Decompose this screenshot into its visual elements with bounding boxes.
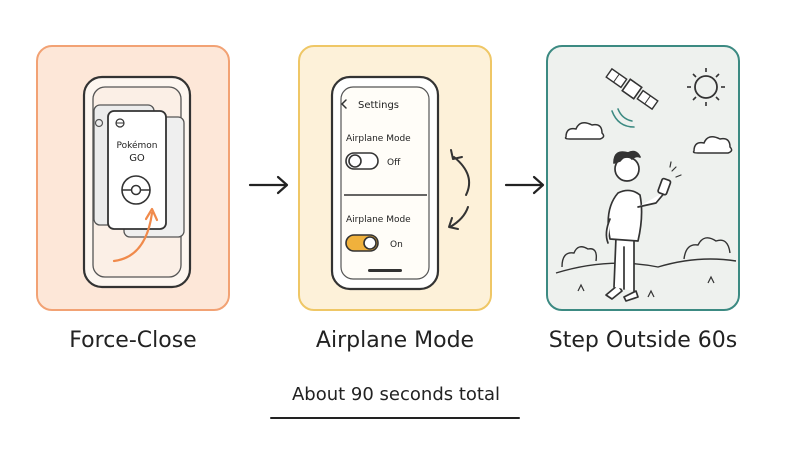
toggle-state-off: Off	[387, 158, 401, 168]
ground-line	[555, 258, 737, 274]
pokeball-icon	[121, 175, 151, 205]
step-outside-panel	[546, 45, 740, 311]
airplane-mode-illustration: Settings Airplane Mode Off Airplane Mode…	[330, 75, 470, 291]
total-time-footer: About 90 seconds total	[291, 384, 501, 405]
back-chevron-icon[interactable]	[340, 99, 347, 109]
app-card-title-line2: GO	[129, 153, 145, 164]
footer-underline	[270, 417, 520, 419]
step-caption-airplane-mode: Airplane Mode	[315, 328, 475, 353]
toggle-state-on: On	[390, 240, 403, 250]
step-caption-step-outside: Step Outside 60s	[548, 328, 738, 353]
step-caption-force-close: Force-Close	[69, 328, 197, 353]
cloud-icon	[564, 122, 605, 140]
bush-icon	[561, 246, 598, 268]
person-with-phone-icon	[605, 150, 682, 302]
app-card-title-line1: Pokémon	[116, 140, 157, 151]
step-outside-illustration	[555, 67, 737, 302]
airplane-mode-label-on: Airplane Mode	[346, 215, 411, 225]
airplane-mode-toggle-on[interactable]	[345, 234, 379, 252]
force-close-illustration: Pokémon GO	[82, 75, 192, 289]
bush-icon	[683, 237, 731, 260]
swipe-up-arrow-icon	[112, 207, 159, 263]
next-step-arrow-icon	[504, 175, 545, 195]
next-step-arrow-icon	[248, 175, 289, 195]
settings-screen-title: Settings	[358, 100, 399, 111]
sun-icon	[687, 68, 725, 106]
airplane-mode-panel: Settings Airplane Mode Off Airplane Mode…	[298, 45, 492, 311]
toggle-cycle-arrows-icon	[448, 149, 470, 230]
airplane-mode-label-off: Airplane Mode	[346, 134, 411, 144]
force-close-panel: Pokémon GO	[36, 45, 230, 311]
satellite-icon	[605, 67, 659, 111]
pokemon-go-app-card	[107, 110, 167, 230]
cloud-icon	[692, 136, 733, 154]
airplane-mode-toggle-off[interactable]	[345, 152, 379, 170]
